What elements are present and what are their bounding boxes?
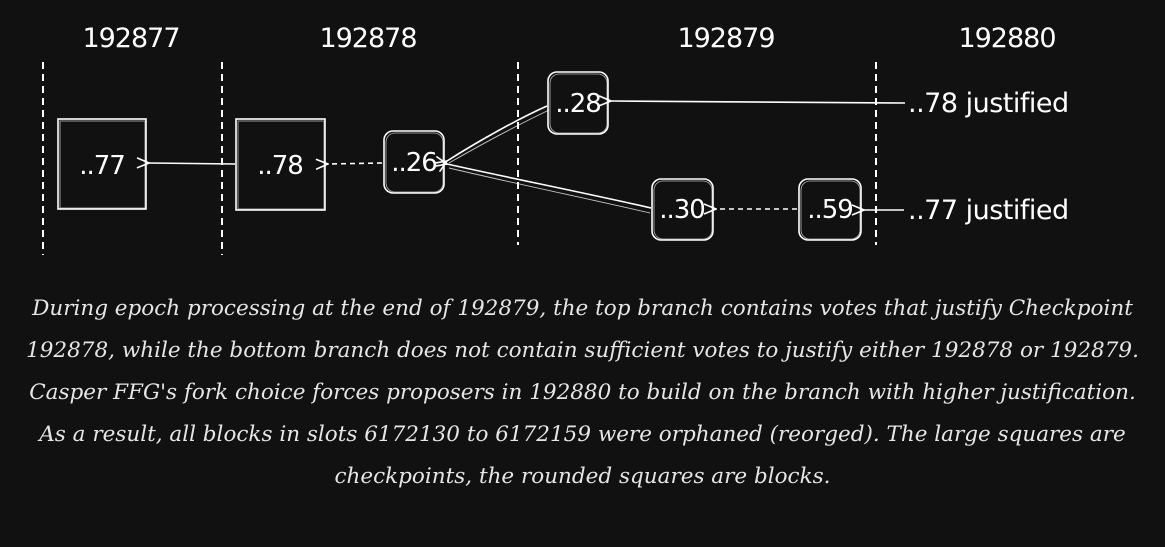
block-59: ..59 <box>798 178 862 241</box>
arrow-78-to-77 <box>149 163 236 164</box>
arrow-26-to-78 <box>328 163 383 164</box>
block-26-label: ..26 <box>391 148 437 178</box>
arrow-30-to-26-sketch <box>448 167 651 214</box>
arrow-top-justified-to-28 <box>611 101 906 103</box>
arrow-28-to-26 <box>447 105 548 161</box>
epoch-label-192877: 192877 <box>82 23 179 54</box>
top-branch-annotation: ..78 justified <box>908 88 1069 119</box>
checkpoint-77-label: ..77 <box>79 151 125 181</box>
figure-caption: During epoch processing at the end of 19… <box>26 296 1139 489</box>
block-28-label: ..28 <box>555 89 601 119</box>
block-59-label: ..59 <box>807 195 853 225</box>
checkpoint-77: ..77 <box>57 118 147 210</box>
block-30: ..30 <box>651 178 714 241</box>
checkpoint-78-label: ..78 <box>257 151 303 181</box>
fork-diagram: 192877 192878 192879 192880 ..77 ..78 ..… <box>42 23 1069 255</box>
block-28: ..28 <box>547 71 609 135</box>
block-26: ..26 <box>383 130 445 194</box>
epoch-label-192879: 192879 <box>677 23 774 54</box>
checkpoint-78: ..78 <box>235 118 326 211</box>
block-30-label: ..30 <box>659 195 705 225</box>
arrow-30-to-26 <box>447 164 652 209</box>
epoch-label-192878: 192878 <box>319 23 416 54</box>
epoch-label-192880: 192880 <box>958 23 1055 54</box>
arrow-28-to-26-sketch <box>448 109 550 164</box>
bottom-branch-annotation: ..77 justified <box>908 195 1069 226</box>
